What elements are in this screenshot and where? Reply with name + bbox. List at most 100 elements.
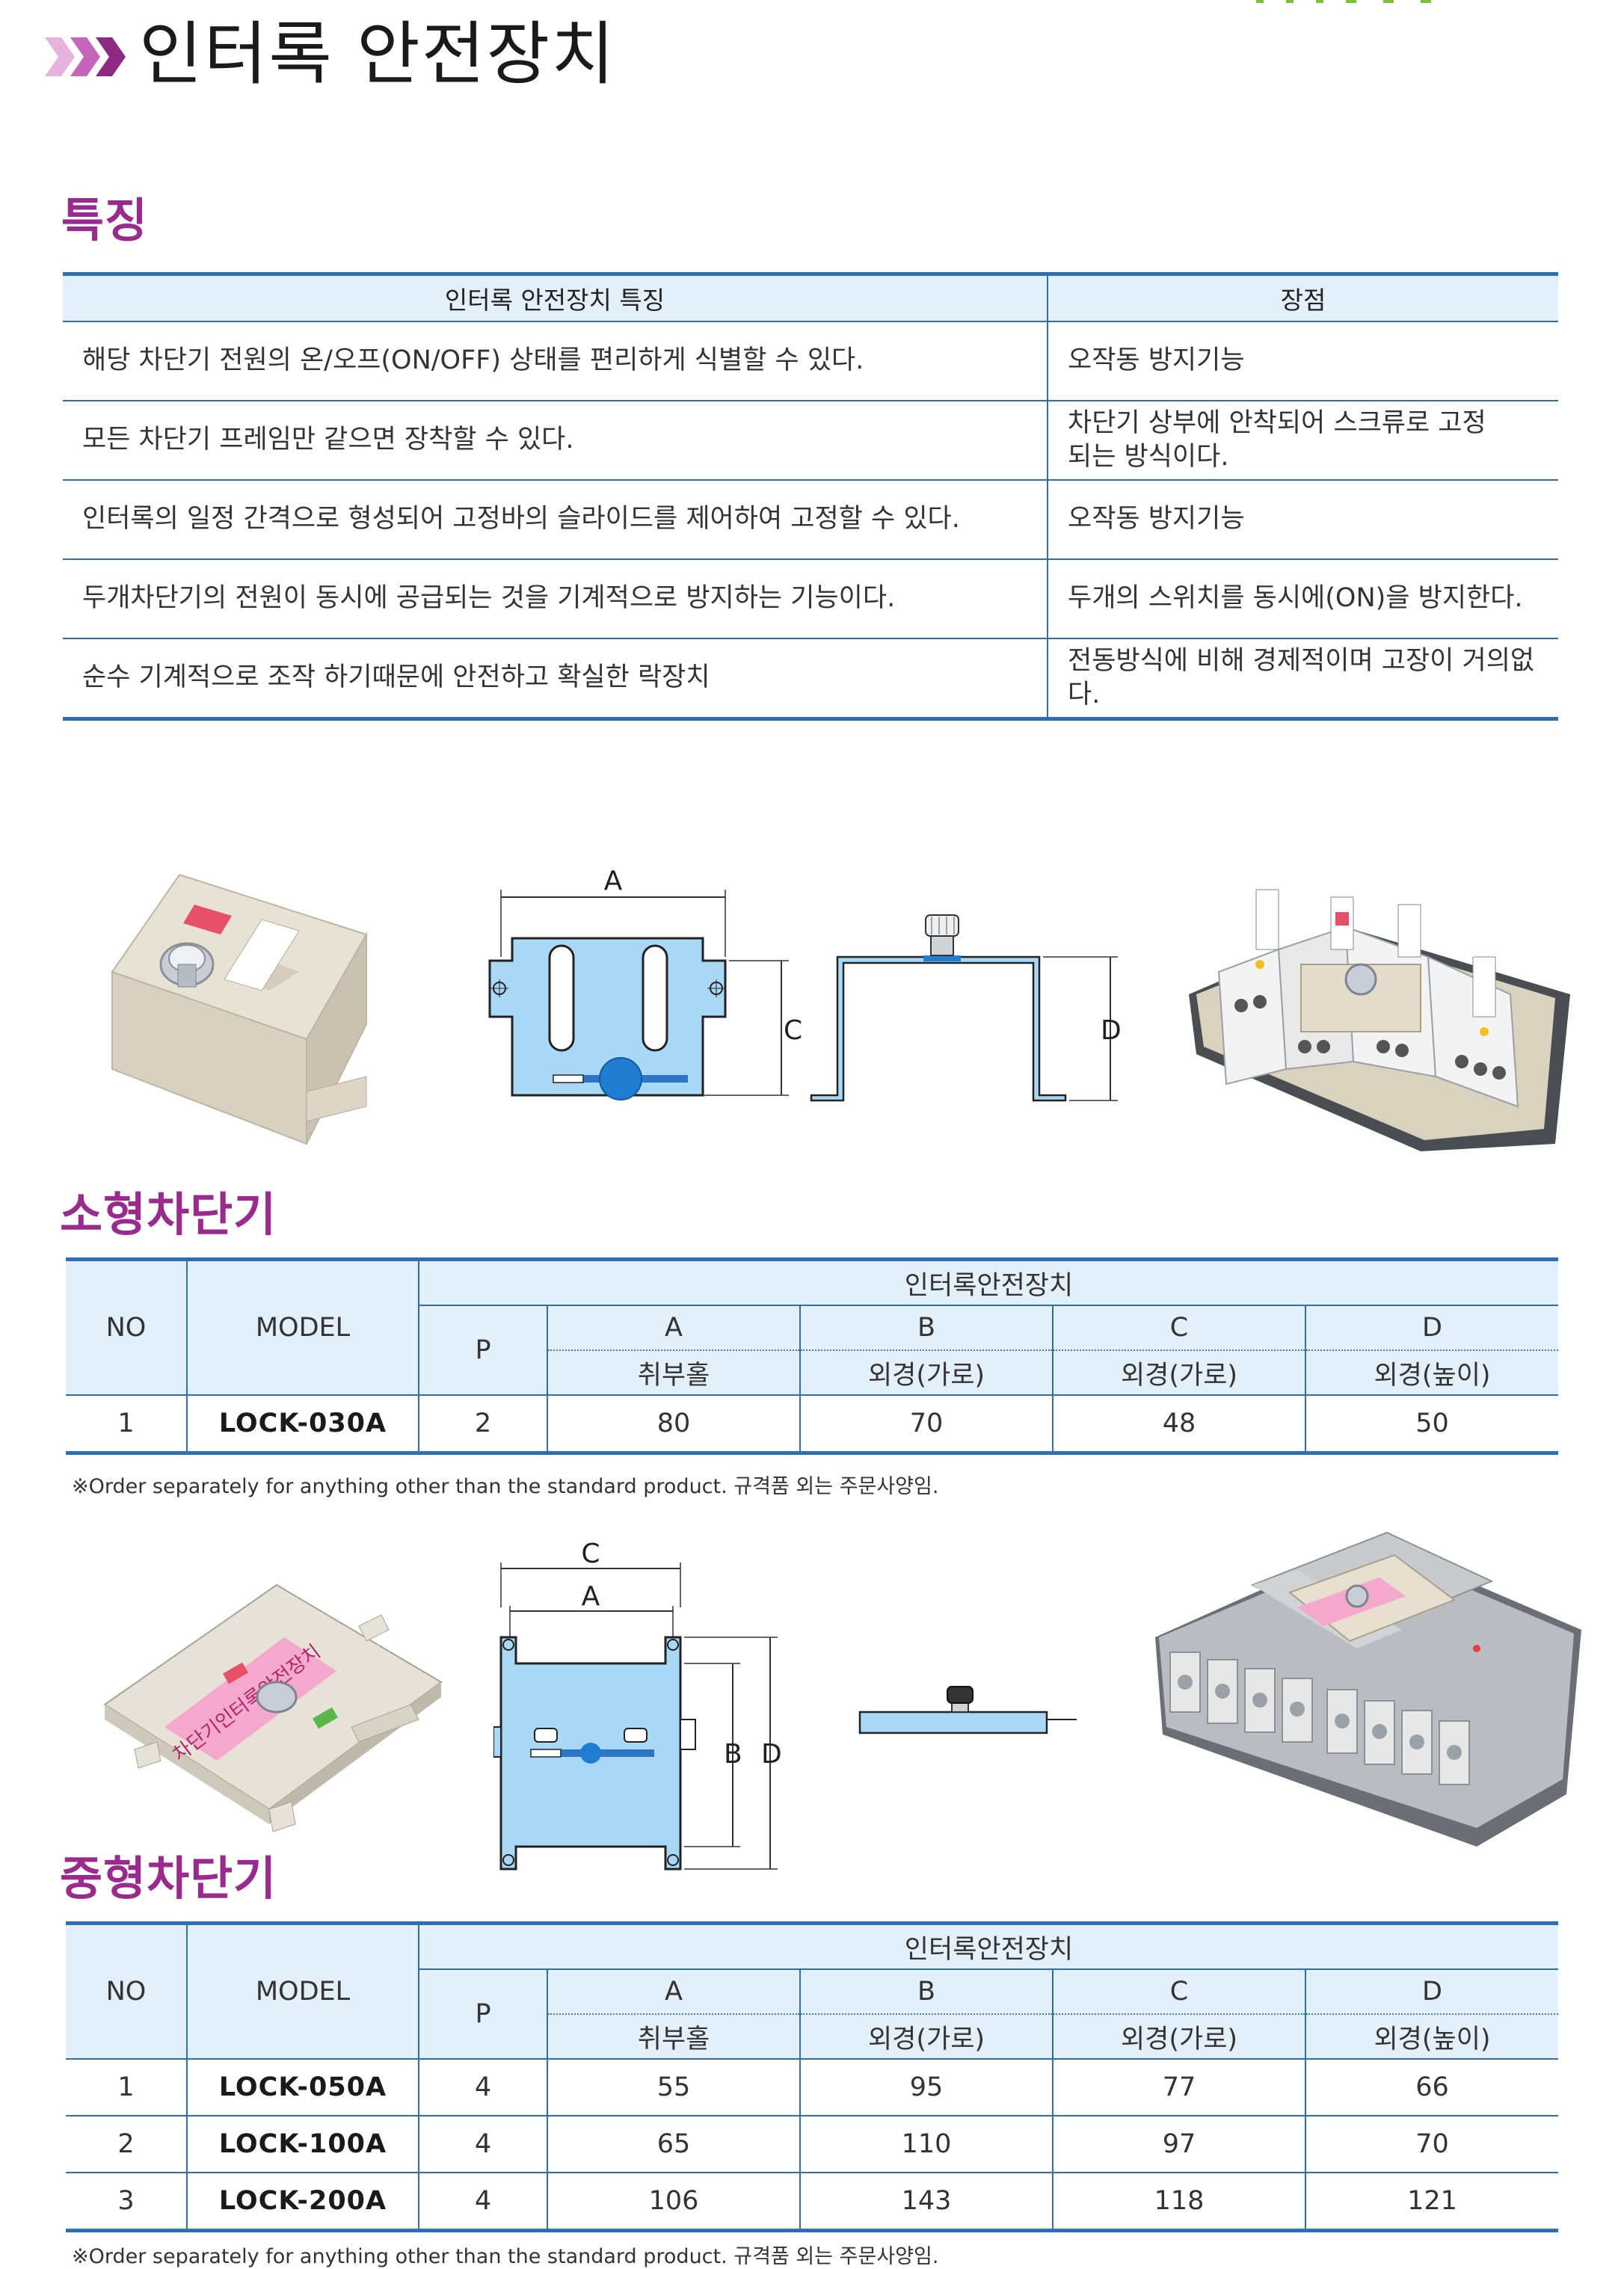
d-cell: 50 (1305, 1395, 1558, 1455)
dimension-label-c: C (784, 1015, 802, 1046)
no-cell: 3 (66, 2173, 188, 2232)
table-row: 1 LOCK-050A 4 55 95 77 66 (66, 2059, 1558, 2116)
model-header: MODEL (187, 1257, 419, 1396)
features-col-header: 인터록 안전장치 특징 (63, 272, 1048, 322)
d-desc: 외경(높이) (1305, 1350, 1558, 1396)
table-header-row: P A B C D (66, 1969, 1558, 2060)
no-cell: 1 (66, 1395, 188, 1455)
small-breaker-assembly-photo (1189, 889, 1570, 1151)
feature-cell: 순수 기계적으로 조작 하기때문에 안전하고 확실한 락장치 (63, 638, 1048, 721)
table-row: 2 LOCK-100A 4 65 110 97 70 (66, 2116, 1558, 2173)
small-interlock-product-photo (111, 873, 368, 1145)
d-cell: 70 (1305, 2116, 1558, 2173)
advantages-col-header: 장점 (1048, 272, 1558, 322)
a-header: A (547, 1305, 801, 1351)
title-chevrons-icon (45, 37, 126, 76)
no-header: NO (66, 1921, 188, 2060)
table-row: 1 LOCK-030A 2 80 70 48 50 (66, 1395, 1558, 1455)
table-header-row: P A B C D (66, 1305, 1558, 1396)
advantage-cell: 전동방식에 비해 경제적이며 고장이 거의없다. (1048, 638, 1558, 721)
dimension-label-c: C (581, 1540, 600, 1569)
c-cell: 77 (1053, 2059, 1306, 2116)
no-cell: 1 (66, 2059, 188, 2116)
small-breaker-table: NO MODEL 인터록안전장치 P A B C D 취부홀 외경(가로) 외경… (66, 1257, 1558, 1455)
b-cell: 110 (800, 2116, 1054, 2173)
dimension-label-b: B (724, 1739, 742, 1770)
group-header: 인터록안전장치 (419, 1921, 1558, 1970)
medium-breaker-assembly-photo (1155, 1531, 1581, 1847)
feature-cell: 인터록의 일정 간격으로 형성되어 고정바의 슬라이드를 제어하여 고정할 수 … (63, 480, 1048, 560)
small-side-dimension-diagram: D (810, 914, 1122, 1102)
small-breaker-heading: 소형차단기 (60, 1187, 277, 1242)
a-cell: 106 (547, 2173, 801, 2232)
table-row: 모든 차단기 프레임만 같으면 장착할 수 있다. 차단기 상부에 안착되어 스… (63, 401, 1558, 481)
advantage-cell: 두개의 스위치를 동시에(ON)을 방지한다. (1048, 559, 1558, 639)
table-row: 두개차단기의 전원이 동시에 공급되는 것을 기계적으로 방지하는 기능이다. … (63, 559, 1558, 639)
model-cell: LOCK-100A (187, 2116, 419, 2173)
medium-front-dimension-diagram: C A B D (493, 1540, 782, 1871)
a-cell: 55 (547, 2059, 801, 2116)
b-desc: 외경(가로) (800, 1350, 1054, 1396)
b-header: B (800, 1969, 1054, 2015)
p-cell: 2 (419, 1395, 548, 1455)
dimension-label-d: D (1101, 1015, 1122, 1046)
p-cell: 4 (419, 2116, 548, 2173)
p-header: P (419, 1969, 548, 2060)
no-cell: 2 (66, 2116, 188, 2173)
small-front-dimension-diagram: A C (488, 867, 802, 1100)
features-header-row: 인터록 안전장치 특징 장점 (63, 272, 1558, 322)
medium-interlock-product-photo: 차단기인터록안전장치 (103, 1583, 443, 1832)
b-desc: 외경(가로) (800, 2014, 1054, 2060)
medium-breaker-note: ※Order separately for anything other tha… (72, 2245, 939, 2268)
a-cell: 65 (547, 2116, 801, 2173)
p-cell: 4 (419, 2059, 548, 2116)
table-header-row: NO MODEL 인터록안전장치 (66, 1257, 1558, 1396)
c-desc: 외경(가로) (1053, 1350, 1306, 1396)
d-header: D (1305, 1305, 1558, 1351)
c-cell: 48 (1053, 1395, 1306, 1455)
medium-breaker-table: NO MODEL 인터록안전장치 P A B C D 취부홀 외경(가로) 외경… (66, 1921, 1558, 2232)
model-cell: LOCK-200A (187, 2173, 419, 2232)
c-desc: 외경(가로) (1053, 2014, 1306, 2060)
b-cell: 95 (800, 2059, 1054, 2116)
top-decoration-dots (1256, 0, 1431, 3)
advantage-cell: 차단기 상부에 안착되어 스크류로 고정되는 방식이다. (1048, 401, 1558, 481)
table-header-row: NO MODEL 인터록안전장치 (66, 1921, 1558, 2060)
d-cell: 66 (1305, 2059, 1558, 2116)
d-header: D (1305, 1969, 1558, 2015)
feature-cell: 해당 차단기 전원의 온/오프(ON/OFF) 상태를 편리하게 식별할 수 있… (63, 321, 1048, 401)
dimension-label-a: A (582, 1581, 600, 1612)
small-breaker-note: ※Order separately for anything other tha… (72, 1475, 939, 1498)
feature-cell: 두개차단기의 전원이 동시에 공급되는 것을 기계적으로 방지하는 기능이다. (63, 559, 1048, 639)
model-header: MODEL (187, 1921, 419, 2060)
c-header: C (1053, 1969, 1306, 2015)
table-header-row: 취부홀 외경(가로) 외경(가로) 외경(높이) (66, 1350, 1558, 1396)
page-title: 인터록 안전장치 (139, 14, 616, 94)
advantage-cell: 오작동 방지기능 (1048, 321, 1558, 401)
a-cell: 80 (547, 1395, 801, 1455)
d-cell: 121 (1305, 2173, 1558, 2232)
model-cell: LOCK-030A (187, 1395, 419, 1455)
features-table: 인터록 안전장치 특징 장점 해당 차단기 전원의 온/오프(ON/OFF) 상… (63, 272, 1558, 721)
table-row: 인터록의 일정 간격으로 형성되어 고정바의 슬라이드를 제어하여 고정할 수 … (63, 480, 1558, 560)
dimension-label-a: A (604, 867, 623, 896)
features-heading: 특징 (61, 193, 149, 247)
group-header: 인터록안전장치 (419, 1257, 1558, 1306)
b-header: B (800, 1305, 1054, 1351)
d-desc: 외경(높이) (1305, 2014, 1558, 2060)
model-cell: LOCK-050A (187, 2059, 419, 2116)
a-desc: 취부홀 (547, 2014, 801, 2060)
b-cell: 143 (800, 2173, 1054, 2232)
c-cell: 118 (1053, 2173, 1306, 2232)
table-header-row: 취부홀 외경(가로) 외경(가로) 외경(높이) (66, 2014, 1558, 2060)
no-header: NO (66, 1257, 188, 1396)
table-row: 3 LOCK-200A 4 106 143 118 121 (66, 2173, 1558, 2232)
medium-side-dimension-diagram (858, 1686, 1077, 1734)
table-row: 순수 기계적으로 조작 하기때문에 안전하고 확실한 락장치 전동방식에 비해 … (63, 638, 1558, 721)
feature-cell: 모든 차단기 프레임만 같으면 장착할 수 있다. (63, 401, 1048, 481)
b-cell: 70 (800, 1395, 1054, 1455)
dimension-label-d: D (761, 1739, 782, 1770)
advantage-cell: 오작동 방지기능 (1048, 480, 1558, 560)
a-header: A (547, 1969, 801, 2015)
a-desc: 취부홀 (547, 1350, 801, 1396)
